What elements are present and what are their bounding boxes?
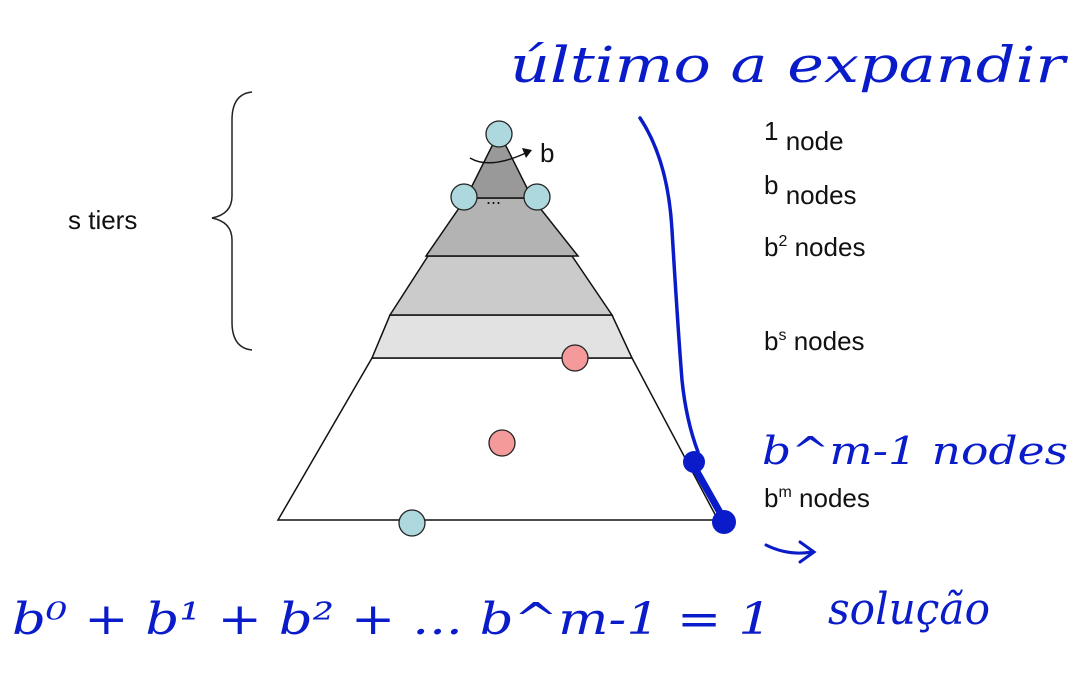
handwritten-dot-upper bbox=[683, 451, 705, 473]
tiers-label: s tiers bbox=[68, 205, 137, 235]
tiers-brace bbox=[211, 91, 253, 351]
level-label-0: 1 node bbox=[764, 116, 844, 156]
tier-3 bbox=[388, 255, 614, 316]
branch-label: b bbox=[540, 138, 554, 168]
level1-node-right bbox=[523, 183, 551, 211]
level-label-1: b nodes bbox=[764, 170, 857, 210]
handwritten-sum-note: b⁰ + b¹ + b² + ... b^m-1 = 1 bbox=[12, 594, 772, 645]
level-label-s: bs nodes bbox=[764, 326, 865, 356]
handwritten-side-note: b^m-1 nodes bbox=[762, 429, 1068, 473]
handwritten-solution-note: solução bbox=[828, 584, 990, 635]
ellipsis: ... bbox=[486, 188, 501, 208]
bottom-node bbox=[398, 509, 426, 537]
branch-arrow bbox=[469, 151, 529, 164]
handwritten-top-note: último a expandir bbox=[510, 36, 1069, 94]
tier-4 bbox=[370, 314, 634, 359]
handwritten-bracket-line bbox=[638, 116, 700, 454]
root-node bbox=[485, 120, 513, 148]
tier-2 bbox=[424, 197, 580, 257]
handwritten-solution-arrow bbox=[764, 543, 814, 555]
handwritten-dot-lower bbox=[712, 510, 736, 534]
level1-node-left bbox=[450, 183, 478, 211]
handwritten-connector bbox=[692, 466, 726, 520]
handwritten-solution-arrowhead bbox=[798, 540, 817, 564]
level-label-2: b2 nodes bbox=[764, 232, 865, 262]
branch-arrowhead bbox=[522, 148, 532, 158]
fringe-node-1 bbox=[561, 344, 589, 372]
level-label-m: bm nodes bbox=[764, 483, 870, 513]
fringe-node-2 bbox=[488, 429, 516, 457]
